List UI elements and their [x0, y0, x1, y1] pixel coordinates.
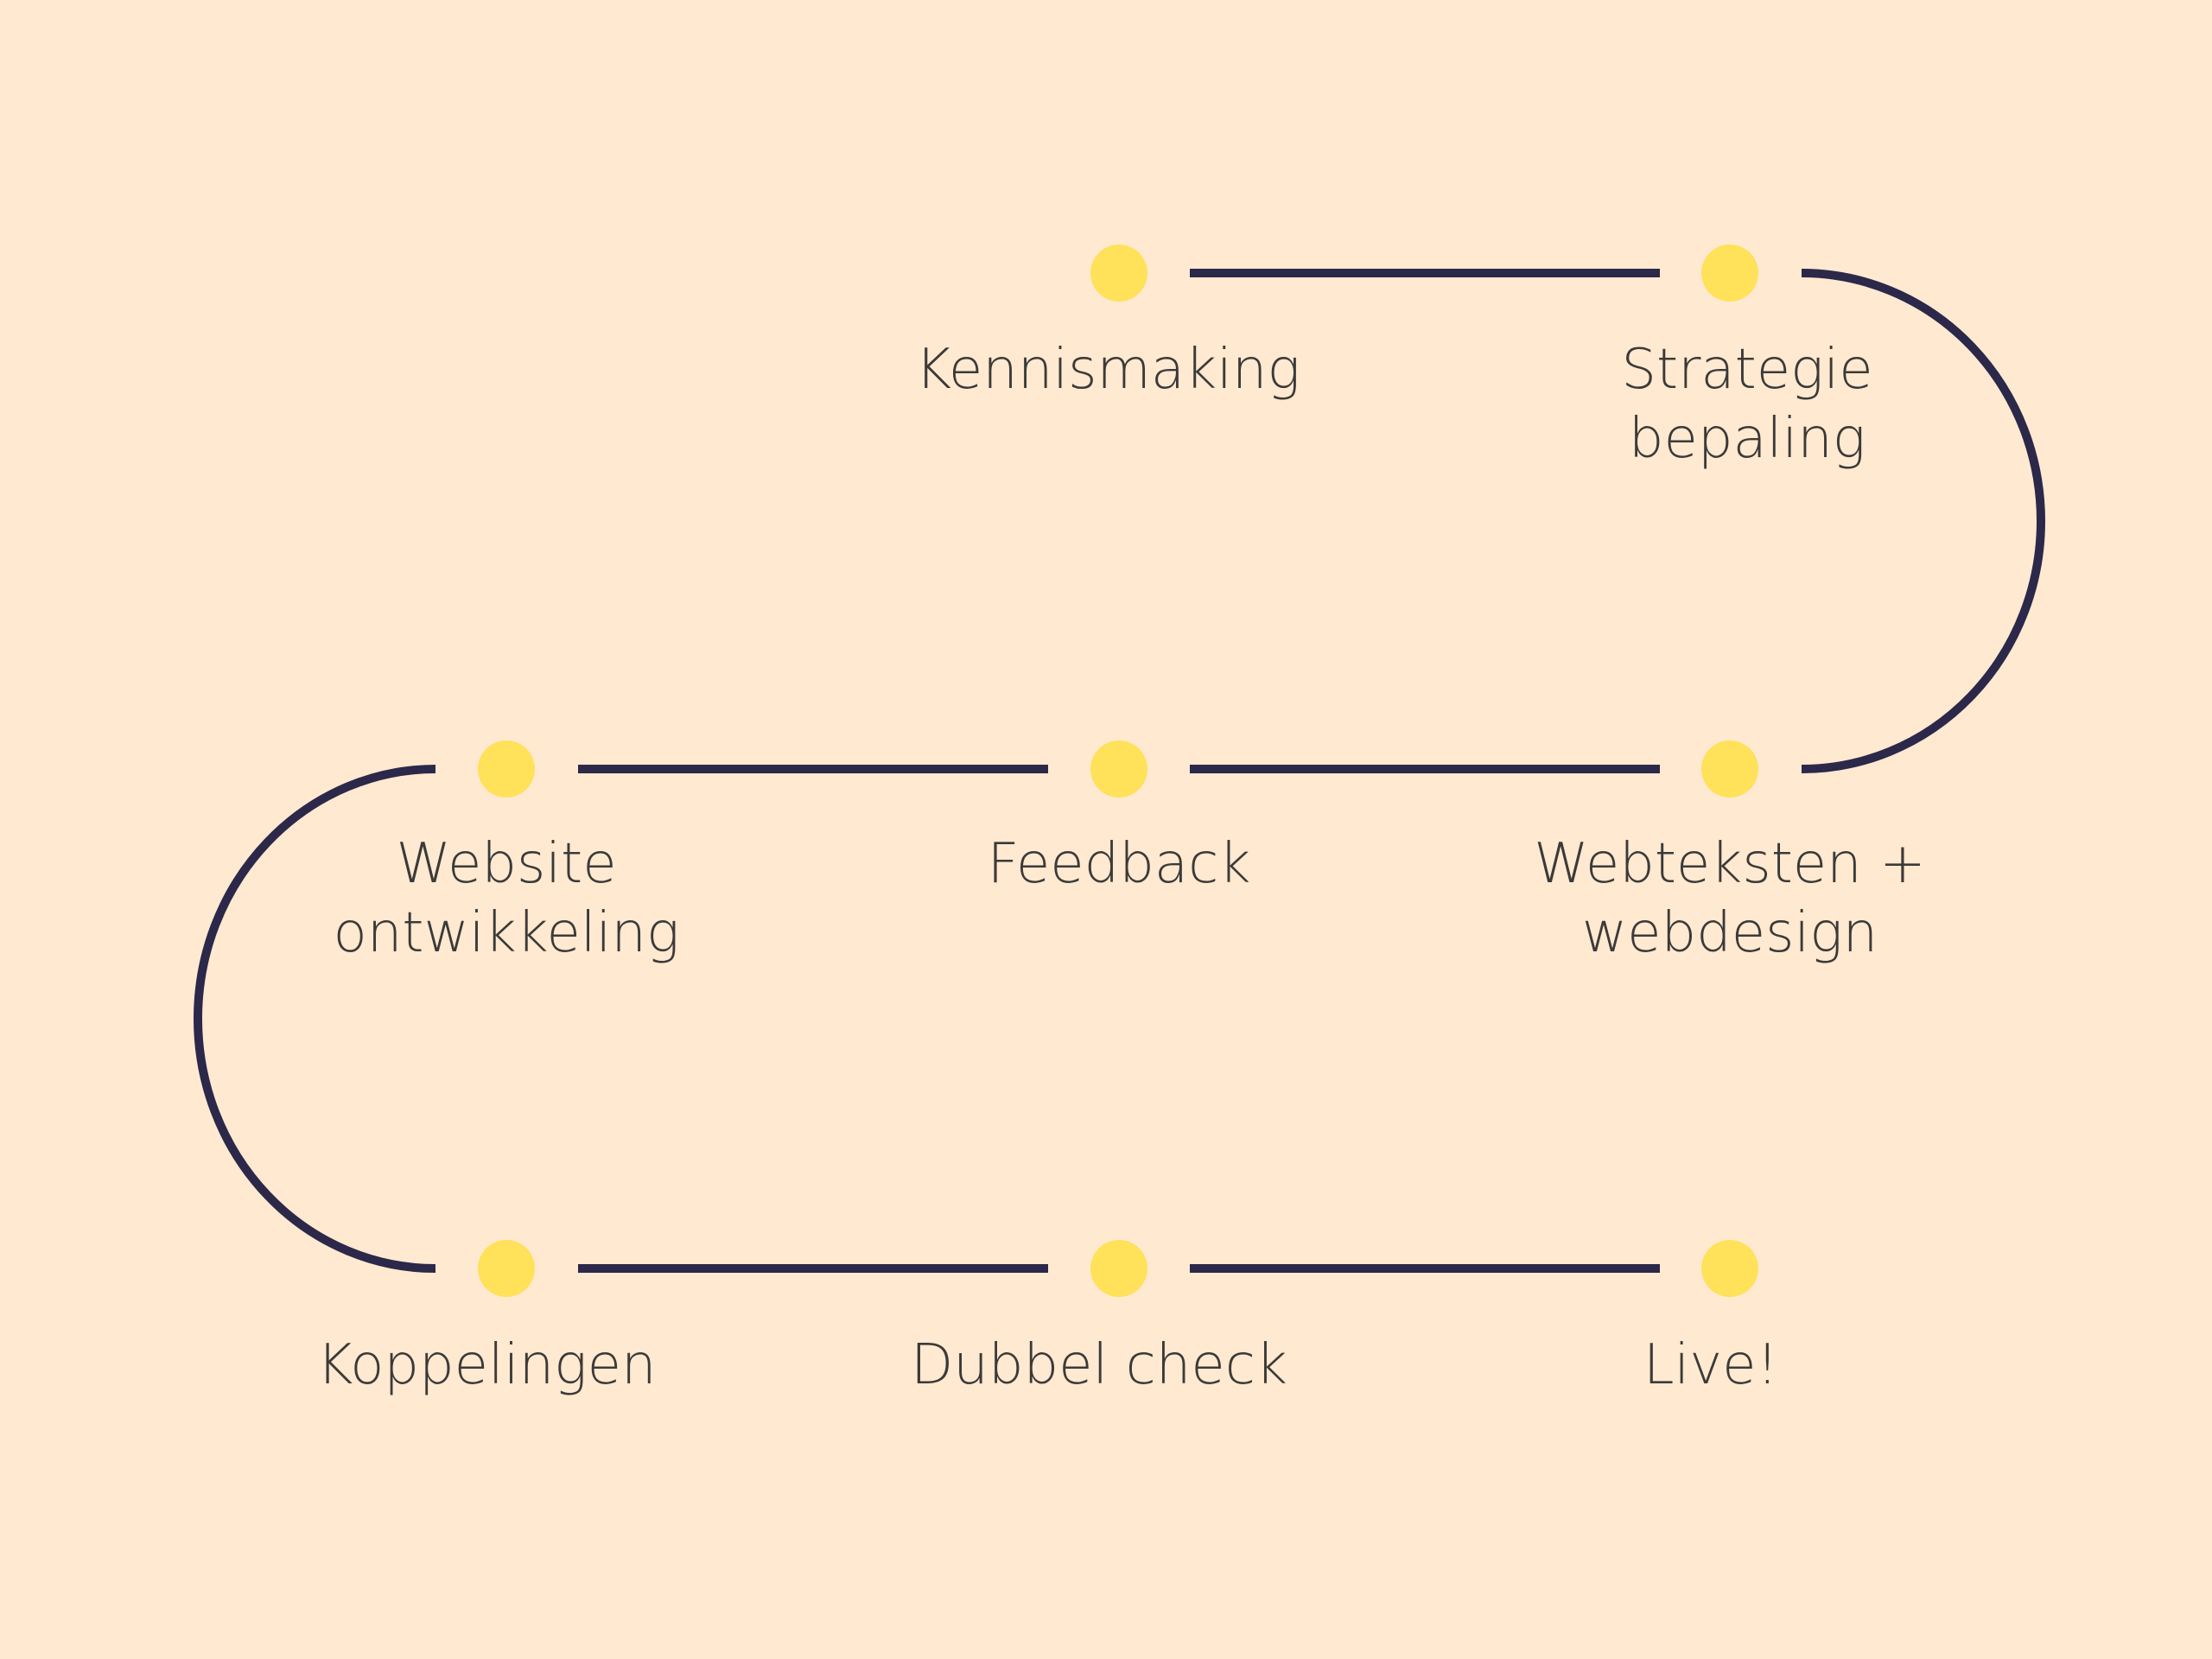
- step-label-website-ontwikkeling: Website ontwikkeling: [333, 832, 680, 965]
- step-dot-1: [1090, 245, 1147, 302]
- step-label-kennismaking: Kennismaking: [915, 338, 1300, 402]
- step-label-koppelingen: Koppelingen: [316, 1333, 657, 1397]
- step-dot-7: [1090, 1240, 1147, 1297]
- step-label-webteksten-webdesign: Webteksten + webdesign: [1534, 832, 1926, 965]
- step-dot-4: [1090, 741, 1147, 798]
- step-label-dubbel-check: Dubbel check: [911, 1333, 1287, 1397]
- step-dot-8: [1701, 1240, 1758, 1297]
- connector-5-6-arc: [194, 765, 436, 1273]
- step-dot-2: [1701, 245, 1758, 302]
- step-dot-3: [1701, 741, 1758, 798]
- connector-2-3-arc: [1801, 269, 2045, 773]
- step-dot-5: [478, 741, 535, 798]
- step-label-feedback: Feedback: [987, 832, 1251, 896]
- step-label-strategie-bepaling: Strategie bepaling: [1621, 338, 1873, 471]
- step-dot-6: [478, 1240, 535, 1297]
- step-label-live: Live!: [1643, 1333, 1779, 1397]
